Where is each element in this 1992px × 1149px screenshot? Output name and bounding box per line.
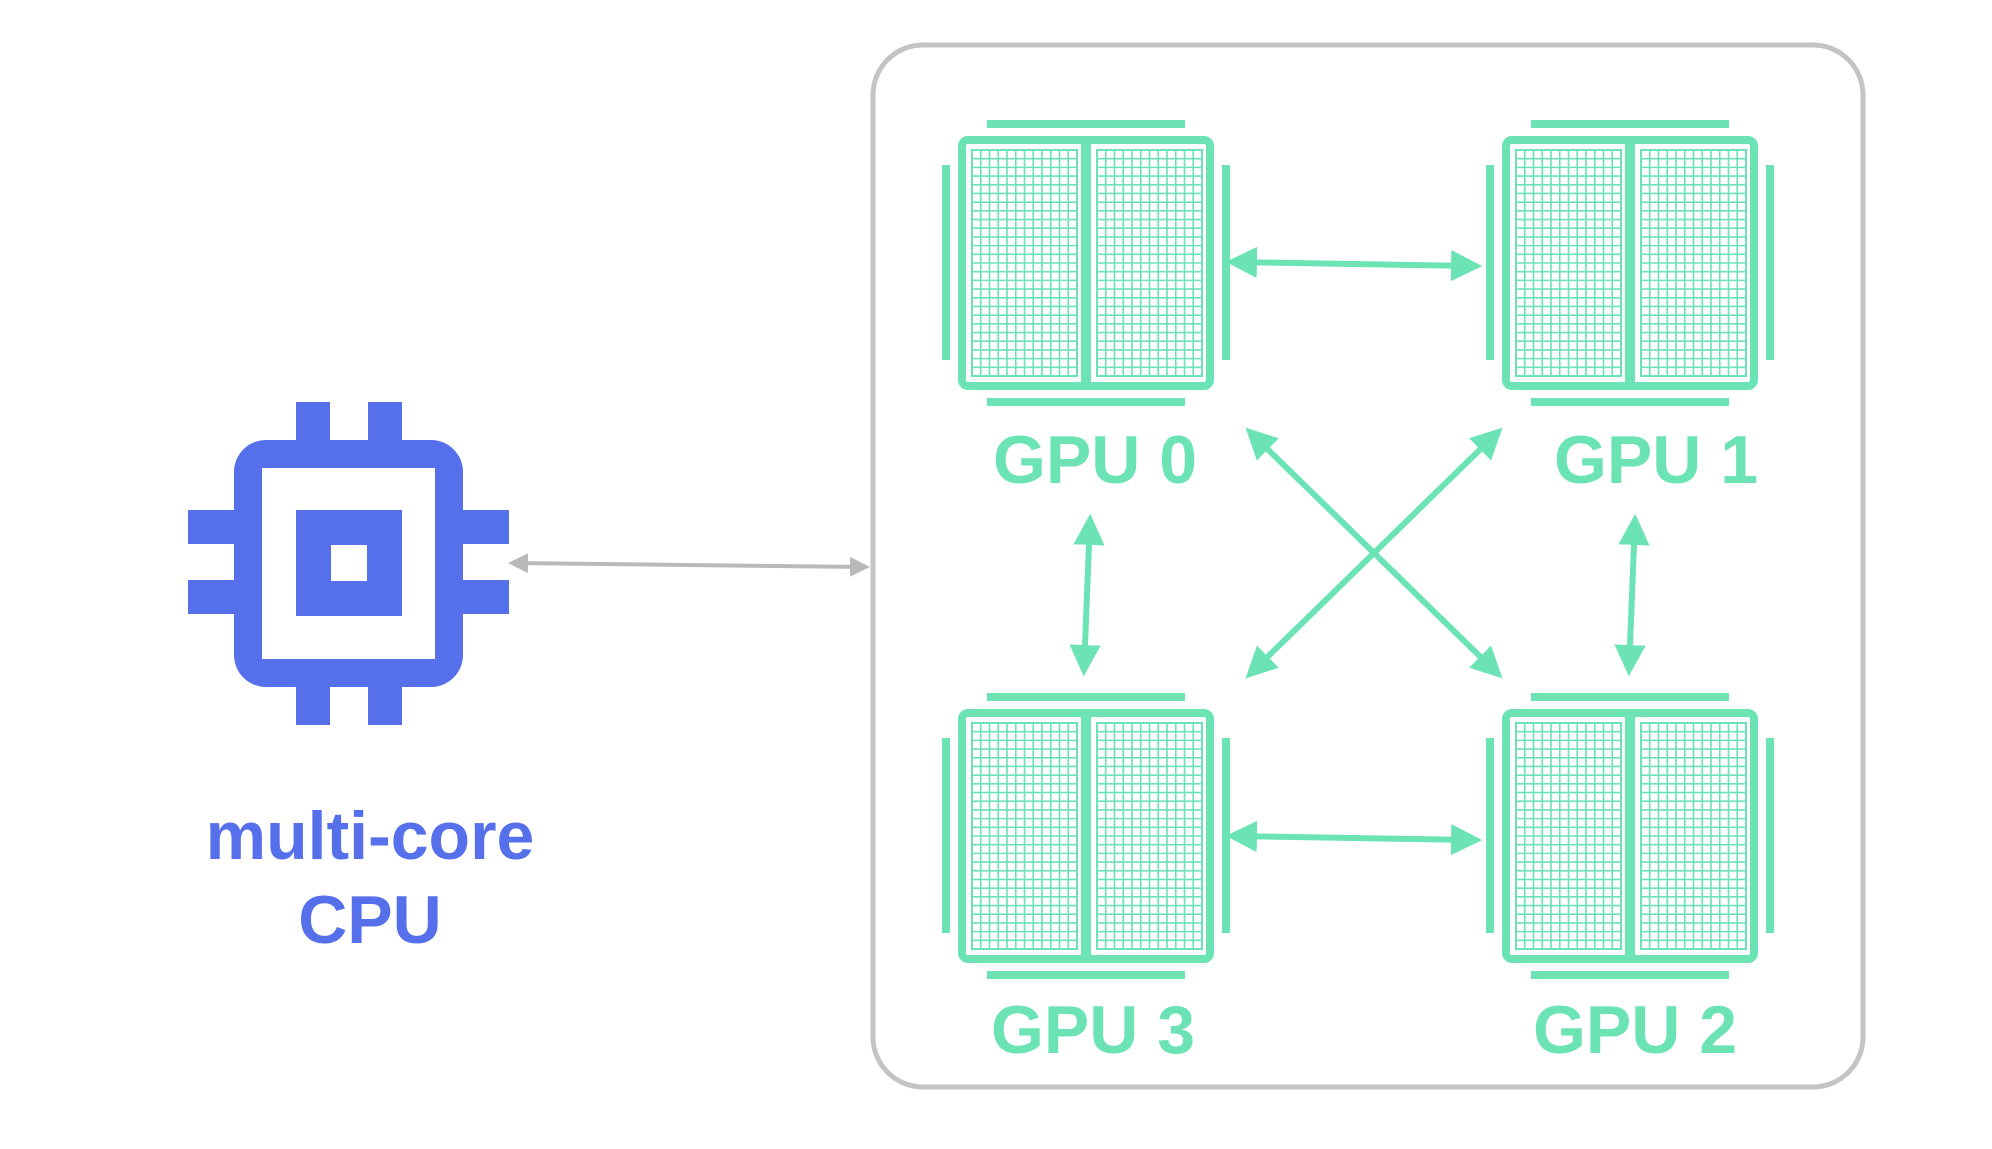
link-gpu1-gpu3 <box>1245 427 1503 679</box>
gpu-connector-top <box>1531 693 1729 701</box>
gpu-chip-icon <box>942 693 1230 979</box>
gpu-chip-icon <box>1486 693 1774 979</box>
cpu-label-line1: multi-core <box>205 798 535 874</box>
gpu-connector-left <box>1486 165 1494 360</box>
gpu-chip-icon <box>942 120 1230 406</box>
gpu-connector-right <box>1766 165 1774 360</box>
gpu-connector-bottom <box>987 398 1185 406</box>
gpu-connector-right <box>1222 738 1230 933</box>
gpu-connector-left <box>1486 738 1494 933</box>
gpu-label-0: GPU 0 <box>992 422 1198 498</box>
gpu-divider <box>1081 140 1091 386</box>
gpu-chip-icon <box>1486 120 1774 406</box>
gpu-divider <box>1625 140 1635 386</box>
gpu-group-box <box>870 42 1866 1090</box>
gpu-connector-top <box>1531 120 1729 128</box>
gpu-connector-right <box>1222 165 1230 360</box>
gpu-connector-top <box>987 120 1185 128</box>
gpu-connector-top <box>987 693 1185 701</box>
cpu-label-line2: CPU <box>298 882 442 958</box>
cpu-chip-icon <box>188 402 509 725</box>
gpu-label-3: GPU 3 <box>990 992 1196 1068</box>
gpu-connector-bottom <box>987 971 1185 979</box>
cpu-gpu-link <box>508 553 870 577</box>
gpu-connector-bottom <box>1531 971 1729 979</box>
link-gpu3-gpu2 <box>1225 820 1483 856</box>
gpu-label-1: GPU 1 <box>1553 422 1759 498</box>
gpu-connector-right <box>1766 738 1774 933</box>
link-gpu1-gpu2 <box>1614 513 1650 677</box>
gpu-label-2: GPU 2 <box>1532 992 1738 1068</box>
gpu-interconnects <box>1069 246 1650 856</box>
gpu-divider <box>1081 713 1091 959</box>
gpu-connector-bottom <box>1531 398 1729 406</box>
link-gpu0-gpu1 <box>1225 246 1483 282</box>
gpu-divider <box>1625 713 1635 959</box>
link-gpu0-gpu3 <box>1069 513 1105 677</box>
gpu-connector-left <box>942 738 950 933</box>
gpu-connector-left <box>942 165 950 360</box>
